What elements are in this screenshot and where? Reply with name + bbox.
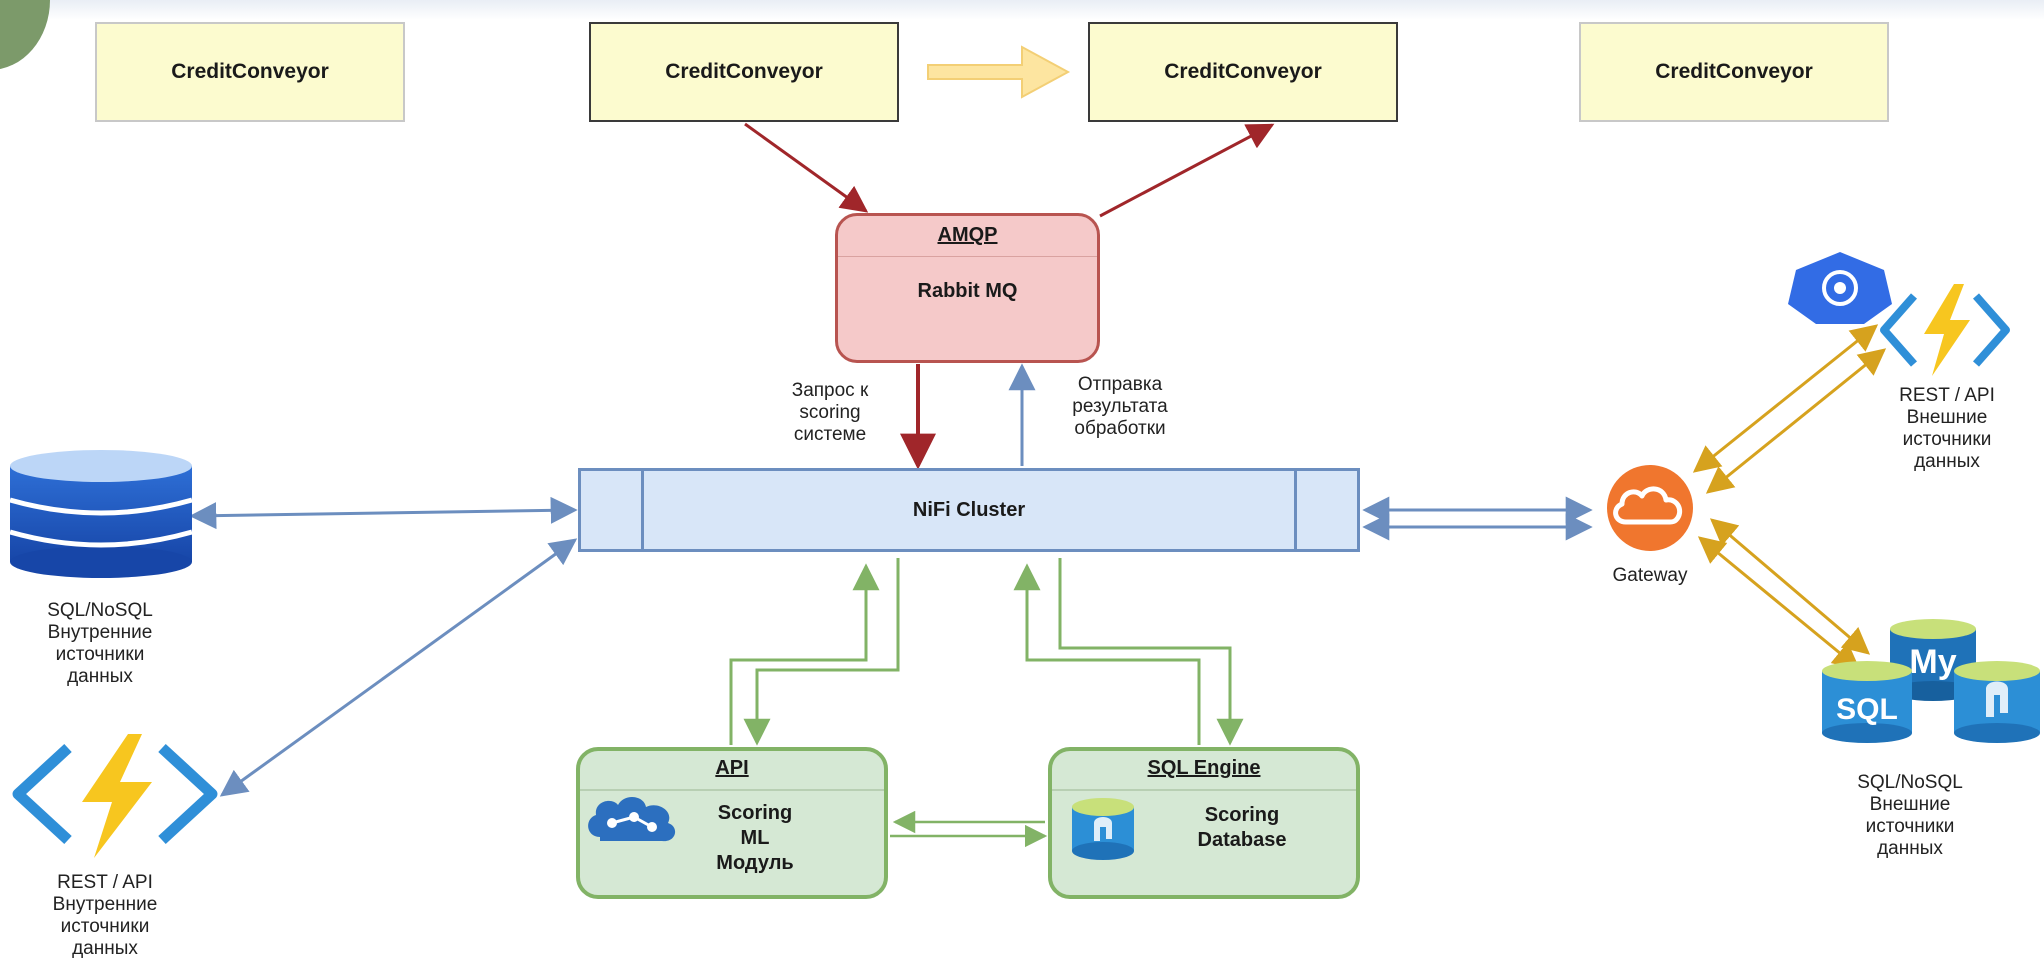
- sql-badge: SQL: [1836, 693, 1898, 726]
- internal-api-label-line: Внутренние: [52, 894, 158, 915]
- external-api-label-line: данных: [1914, 451, 1980, 472]
- brain-ml-icon: [588, 796, 676, 842]
- header-band: [0, 0, 2044, 20]
- lightning-api-icon: [12, 734, 218, 858]
- arrow-nifi-to-sql: [1058, 558, 1244, 746]
- result-label: Отправка результата обработки: [1045, 374, 1195, 440]
- nifi-cluster: NiFi Cluster: [578, 468, 1360, 552]
- nifi-right-bar: [1294, 471, 1297, 549]
- sql-engine-text: Scoring Database: [1142, 803, 1342, 853]
- internal-db-label-line: SQL/NoSQL: [47, 600, 153, 621]
- external-api-label-line: Внешние: [1906, 407, 1988, 428]
- api-module-text-line: Модуль: [716, 852, 794, 874]
- sql-engine-module: SQL Engine Scoring Database: [1048, 747, 1360, 899]
- credit-conveyor-label-3: CreditConveyor: [1164, 60, 1322, 83]
- gateway-cloud-icon: [1607, 465, 1693, 551]
- arrow-api-to-nifi: [729, 563, 880, 745]
- broker-protocol: AMQP: [937, 224, 998, 246]
- credit-conveyor-box-4: CreditConveyor: [1579, 22, 1889, 122]
- external-db-label: SQL/NoSQL Внешние источники данных: [1820, 772, 2000, 860]
- arrow-gateway-k8s: [1692, 324, 1879, 473]
- api-module-text-line: Scoring: [717, 802, 793, 824]
- api-scoring-module: API Scoring ML Модуль: [576, 747, 888, 899]
- internal-api-label: REST / API Внутренние источники данных: [20, 872, 190, 960]
- request-label: Запрос к scoring системе: [760, 380, 900, 446]
- credit-conveyor-box-1: CreditConveyor: [95, 22, 405, 122]
- external-api-label-line: REST / API: [1899, 385, 1995, 406]
- credit-conveyor-label-2: CreditConveyor: [665, 60, 823, 83]
- arrow-rabbit-to-conveyor: [1099, 123, 1275, 218]
- credit-conveyor-box-3: CreditConveyor: [1088, 22, 1398, 122]
- nifi-title: NiFi Cluster: [912, 499, 1026, 521]
- arrow-gateway-db-bottom: [1697, 536, 1861, 670]
- request-label-line: системе: [793, 424, 867, 445]
- external-api-label: REST / API Внешние источники данных: [1862, 385, 2032, 473]
- sql-engine-text-line: Database: [1197, 829, 1287, 851]
- lightning-api-icon: [1880, 284, 2010, 376]
- request-label-line: Запрос к: [791, 380, 869, 401]
- sql-engine-divider: [1052, 789, 1356, 791]
- external-db-label-line: источники: [1865, 816, 1955, 837]
- gateway-label: Gateway: [1612, 565, 1688, 586]
- rabbitmq-broker: AMQP Rabbit MQ: [835, 213, 1100, 363]
- result-label-line: обработки: [1074, 418, 1166, 439]
- internal-api-label-line: REST / API: [57, 872, 153, 893]
- broker-name: Rabbit MQ: [917, 280, 1018, 302]
- internal-api-label-line: источники: [60, 916, 150, 937]
- broker-divider: [838, 256, 1097, 257]
- internal-db-label: SQL/NoSQL Внутренние источники данных: [15, 600, 185, 688]
- postgres-db-icon: [1072, 798, 1134, 860]
- nifi-left-bar: [641, 471, 644, 549]
- arrow-gateway-rest: [1705, 348, 1887, 494]
- result-label-line: результата: [1072, 396, 1168, 417]
- internal-db-label-line: Внутренние: [47, 622, 153, 643]
- request-label-line: scoring: [799, 402, 861, 423]
- api-module-text: Scoring ML Модуль: [670, 801, 840, 876]
- result-label-line: Отправка: [1077, 374, 1163, 395]
- sql-engine-header: SQL Engine: [1147, 757, 1261, 779]
- api-module-divider: [580, 789, 884, 791]
- arrow-db-nifi: [189, 496, 578, 530]
- conveyor-transition-arrow: [927, 45, 1071, 99]
- internal-api-label-line: данных: [72, 938, 138, 959]
- kubernetes-icon: [1788, 252, 1892, 324]
- credit-conveyor-label-1: CreditConveyor: [171, 60, 329, 83]
- arrow-api-nifi: [219, 538, 578, 797]
- external-api-label-line: источники: [1902, 429, 1992, 450]
- sql-engine-text-line: Scoring: [1204, 804, 1280, 826]
- arrow-nifi-to-api: [743, 558, 900, 746]
- arrow-conveyor-to-rabbit: [744, 122, 869, 213]
- internal-db-label-line: данных: [67, 666, 133, 687]
- credit-conveyor-label-4: CreditConveyor: [1655, 60, 1813, 83]
- api-module-text-line: ML: [740, 827, 770, 849]
- external-db-cluster-icon: My SQL: [1822, 619, 2040, 743]
- external-db-label-line: SQL/NoSQL: [1857, 772, 1963, 793]
- internal-db-label-line: источники: [55, 644, 145, 665]
- external-db-label-line: Внешние: [1869, 794, 1951, 815]
- database-icon: [9, 450, 193, 578]
- api-module-header: API: [715, 757, 749, 779]
- arrow-sql-to-nifi: [1013, 563, 1201, 745]
- credit-conveyor-box-2: CreditConveyor: [589, 22, 899, 122]
- external-db-label-line: данных: [1877, 838, 1943, 859]
- mysql-badge: My: [1909, 643, 1956, 681]
